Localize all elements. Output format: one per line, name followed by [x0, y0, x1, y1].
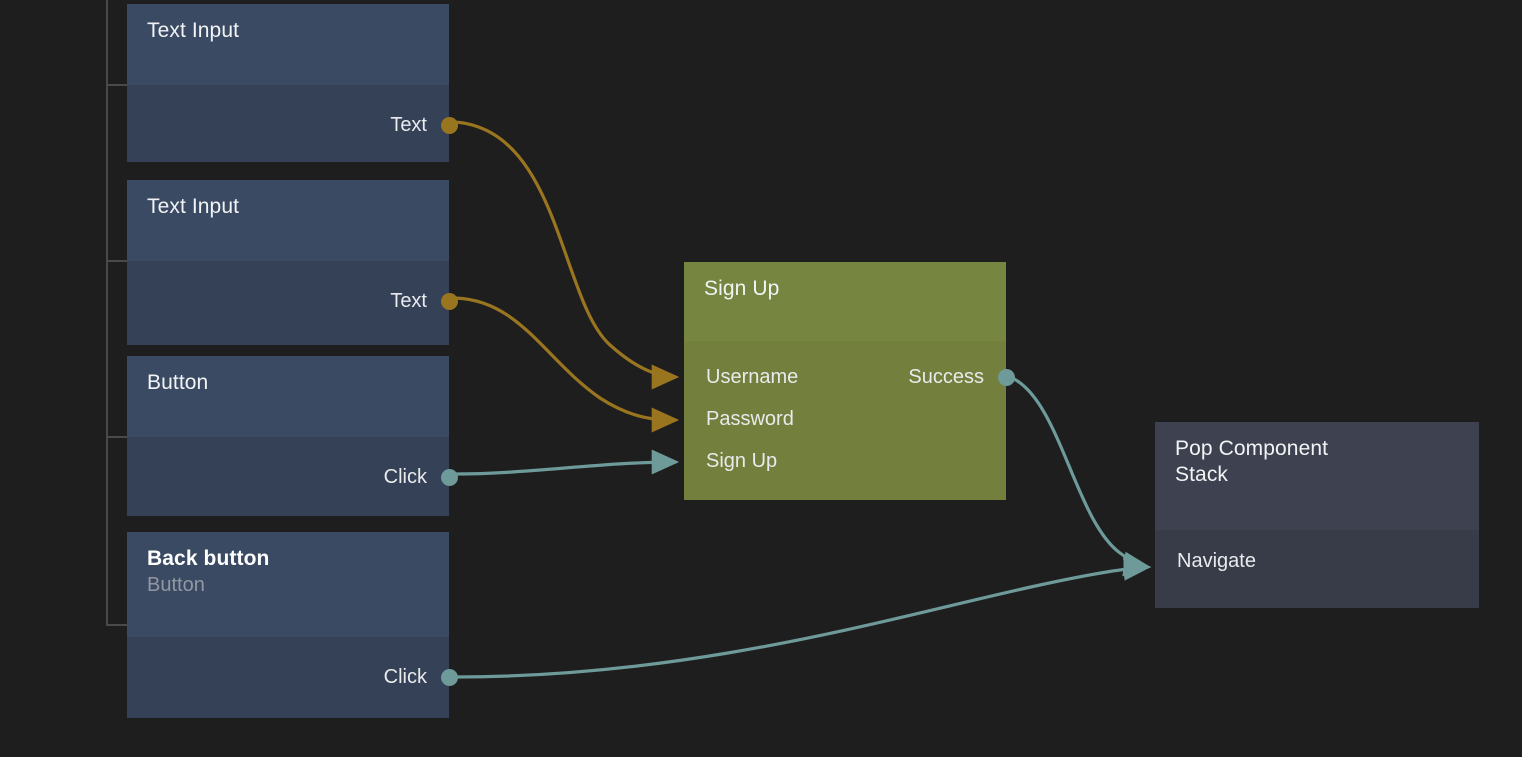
node-text-input-2[interactable]: Text Input Text	[127, 180, 458, 345]
edge-button-signup	[454, 449, 680, 476]
input-port-row-password[interactable]: Password	[706, 406, 794, 432]
output-port-row[interactable]: Click	[384, 664, 427, 690]
input-port-label: Navigate	[1177, 550, 1256, 572]
input-port-label: Sign Up	[706, 450, 778, 472]
output-port-row[interactable]: Click	[384, 464, 427, 490]
input-port-label: Username	[706, 366, 799, 388]
edge-textinput2-password	[454, 296, 680, 433]
output-port-dot[interactable]	[441, 117, 458, 134]
input-port-label: Password	[706, 408, 794, 430]
output-port-label: Click	[383, 466, 427, 488]
edge-success-navigate	[1011, 376, 1152, 577]
output-port-row-success[interactable]: Success	[908, 364, 984, 390]
node-text-input-1[interactable]: Text Input Text	[127, 4, 458, 162]
output-port-label: Success	[908, 366, 984, 388]
node-header[interactable]: Button	[127, 356, 449, 437]
output-port-label: Text	[390, 290, 427, 312]
node-title: Text Input	[147, 195, 240, 218]
output-port-label: Click	[383, 666, 427, 688]
node-header[interactable]: Text Input	[127, 180, 449, 261]
output-port-dot[interactable]	[441, 293, 458, 310]
node-body[interactable]: Click	[127, 437, 458, 516]
node-body[interactable]: Navigate	[1155, 530, 1479, 608]
node-title: Back button	[147, 547, 270, 570]
node-body[interactable]: Text	[127, 85, 458, 162]
output-port-dot[interactable]	[998, 369, 1015, 386]
node-body[interactable]: Username Password Sign Up Success	[684, 341, 1015, 500]
output-port-dot[interactable]	[441, 469, 458, 486]
edge-backbutton-navigate	[454, 555, 1152, 679]
node-subtitle: Button	[147, 574, 205, 596]
node-header[interactable]: Back button Button	[127, 532, 449, 637]
output-port-label: Text	[390, 114, 427, 136]
node-header[interactable]: Sign Up	[684, 262, 1006, 341]
node-title: Pop Component Stack	[1175, 437, 1329, 486]
output-port-row[interactable]: Text	[390, 288, 427, 314]
node-header[interactable]: Pop Component Stack	[1155, 422, 1479, 530]
edge-textinput1-username	[454, 120, 680, 390]
node-title: Button	[147, 371, 209, 394]
node-pop-component-stack[interactable]: Pop Component Stack Navigate	[1155, 422, 1479, 608]
node-back-button[interactable]: Back button Button Click	[127, 532, 458, 718]
input-port-row-navigate[interactable]: Navigate	[1177, 548, 1256, 574]
output-port-dot[interactable]	[441, 669, 458, 686]
node-button[interactable]: Button Click	[127, 356, 458, 516]
node-sign-up[interactable]: Sign Up Username Password Sign Up Succes…	[684, 262, 1015, 500]
input-port-row-username[interactable]: Username	[706, 364, 798, 390]
input-port-row-signup[interactable]: Sign Up	[706, 448, 777, 474]
node-title: Sign Up	[704, 277, 780, 300]
output-port-row[interactable]: Text	[390, 112, 427, 138]
node-header[interactable]: Text Input	[127, 4, 449, 85]
node-body[interactable]: Click	[127, 637, 458, 718]
node-title: Text Input	[147, 19, 240, 42]
node-body[interactable]: Text	[127, 261, 458, 345]
